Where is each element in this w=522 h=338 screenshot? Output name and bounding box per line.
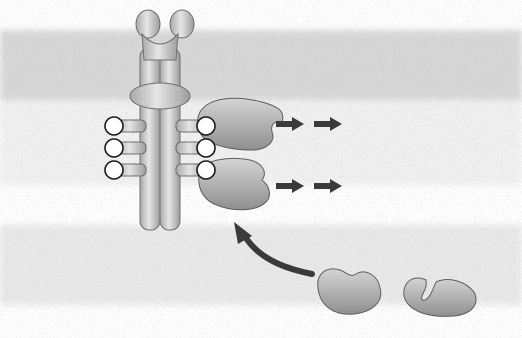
phosphate-circle-icon [197, 117, 215, 135]
receptor-left-lobe [136, 10, 160, 38]
phosphate-circle-icon [105, 161, 123, 179]
receptor-left-column [140, 48, 160, 230]
phosphate-circle-icon [197, 161, 215, 179]
signaling-protein-icon [318, 269, 381, 314]
receptor-right-column [160, 48, 180, 230]
phosphate-circle-icon [105, 117, 123, 135]
receptor-bulge-upper [130, 83, 190, 109]
phosphate-circle-icon [105, 139, 123, 157]
receptor-right-lobe [170, 10, 194, 38]
phosphate-circle-icon [197, 139, 215, 157]
